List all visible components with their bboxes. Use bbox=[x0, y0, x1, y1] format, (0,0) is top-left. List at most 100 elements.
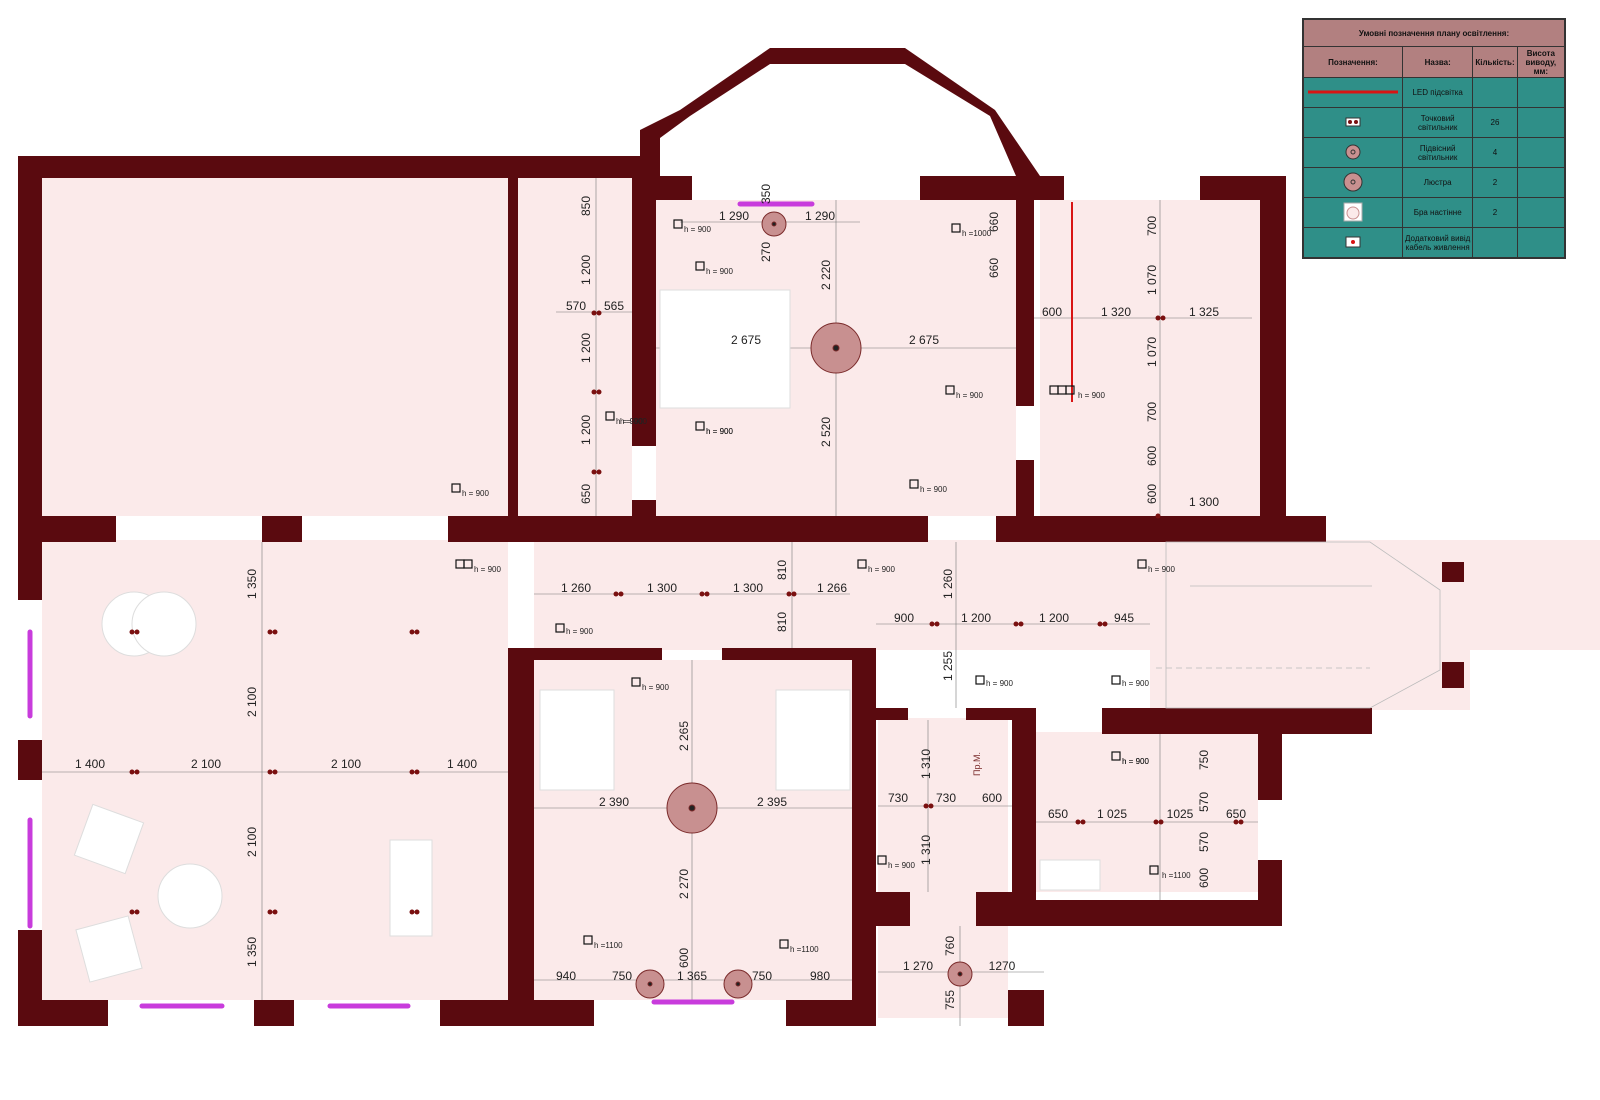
legend-qty: 2 bbox=[1472, 197, 1518, 228]
height-label: h = 900 bbox=[1148, 565, 1175, 574]
dimension-label: 1 290 bbox=[805, 209, 835, 223]
walls bbox=[18, 48, 1464, 1026]
legend-height bbox=[1516, 107, 1566, 138]
height-label: h = 900 bbox=[1078, 391, 1105, 400]
dimension-label: 650 bbox=[579, 484, 593, 504]
height-label: h =1100 bbox=[790, 945, 819, 954]
legend-name: Люстра bbox=[1401, 167, 1474, 198]
spotlight-icon bbox=[1303, 107, 1403, 138]
dimension-label: 755 bbox=[943, 990, 957, 1010]
height-label: h = 900 bbox=[956, 391, 983, 400]
dimension-label: 270 bbox=[759, 242, 773, 262]
dimension-label: 1 350 bbox=[245, 937, 259, 967]
height-label: h = 900 bbox=[1122, 679, 1149, 688]
dimension-label: 600 bbox=[1145, 484, 1159, 504]
dimension-label: 600 bbox=[1145, 446, 1159, 466]
dimension-label: 900 bbox=[894, 611, 914, 625]
dimension-label: 2 220 bbox=[819, 260, 833, 290]
dimension-label: 1 200 bbox=[1039, 611, 1069, 625]
dimension-label: 1 270 bbox=[903, 959, 933, 973]
dimension-label: 750 bbox=[752, 969, 772, 983]
cable-outlet-icon bbox=[1303, 227, 1403, 258]
legend-height bbox=[1516, 137, 1566, 168]
height-label: h = 900 bbox=[706, 267, 733, 276]
dimension-label: 730 bbox=[888, 791, 908, 805]
dimension-label: 700 bbox=[1145, 402, 1159, 422]
dimension-label: 1 290 bbox=[719, 209, 749, 223]
dimension-label: 850 bbox=[579, 196, 593, 216]
dimension-label: 570 bbox=[1197, 832, 1211, 852]
legend-name: LED підсвітка bbox=[1401, 77, 1474, 108]
dimension-label: 600 bbox=[1197, 868, 1211, 888]
legend-name: Додатковий вивід кабель живлення bbox=[1401, 227, 1474, 258]
height-label: h = 900 bbox=[986, 679, 1013, 688]
dimension-label: 2 100 bbox=[191, 757, 221, 771]
height-label: h = 900 bbox=[706, 427, 733, 436]
dimension-label: 700 bbox=[1145, 216, 1159, 236]
dimension-label: 660 bbox=[987, 258, 1001, 278]
pendant-icon bbox=[1303, 137, 1403, 168]
height-label: h = 900 bbox=[920, 485, 947, 494]
led-strip-icon bbox=[1303, 77, 1403, 108]
furniture-outlines bbox=[73, 289, 1101, 983]
dimension-label: 810 bbox=[775, 560, 789, 580]
legend-height bbox=[1516, 227, 1566, 258]
dimension-label: 730 bbox=[936, 791, 956, 805]
dimension-label: 2 395 bbox=[757, 795, 787, 809]
spotlights bbox=[129, 310, 1244, 915]
dimension-label: 1 300 bbox=[647, 581, 677, 595]
legend-row: LED підсвітка bbox=[1303, 77, 1566, 108]
dimension-label: 650 bbox=[1048, 807, 1068, 821]
dimension-label: 1 260 bbox=[941, 569, 955, 599]
legend-row: Підвісний світильник 4 bbox=[1303, 137, 1566, 168]
dimension-label: 570 bbox=[566, 299, 586, 313]
legend-qty bbox=[1472, 227, 1518, 258]
legend-name: Бра настінне bbox=[1401, 197, 1474, 228]
dimension-label: 600 bbox=[982, 791, 1002, 805]
dimension-label: 565 bbox=[604, 299, 624, 313]
height-label: h =1100 bbox=[1162, 871, 1191, 880]
height-label: h = 900 bbox=[620, 417, 647, 426]
dimension-label: 2 390 bbox=[599, 795, 629, 809]
dimension-label: 1 325 bbox=[1189, 305, 1219, 319]
legend-row: Точковий світильник 26 bbox=[1303, 107, 1566, 138]
dimension-label: 1 266 bbox=[817, 581, 847, 595]
dimension-label: 750 bbox=[1197, 750, 1211, 770]
height-label: h = 900 bbox=[642, 683, 669, 692]
dimension-label: 2 100 bbox=[331, 757, 361, 771]
wall-sconce-icon bbox=[1303, 197, 1403, 228]
height-label: h = 900 bbox=[616, 417, 643, 426]
legend-row: Додатковий вивід кабель живлення bbox=[1303, 227, 1566, 258]
dimension-label: 1 025 bbox=[1097, 807, 1127, 821]
height-label: h = 900 bbox=[1122, 757, 1149, 766]
legend-header-qty: Кількість: bbox=[1472, 46, 1518, 78]
dimension-label: 1 365 bbox=[677, 969, 707, 983]
height-label: h =1100 bbox=[594, 941, 623, 950]
dimension-label: 1 310 bbox=[919, 749, 933, 779]
lighting-legend: Умовні позначення плану освітлення: Позн… bbox=[1302, 18, 1566, 259]
dimension-label: 1 070 bbox=[1145, 265, 1159, 295]
dimension-label: 1 200 bbox=[579, 333, 593, 363]
height-label: h = 900 bbox=[684, 225, 711, 234]
dimension-label: 750 bbox=[612, 969, 632, 983]
dimension-label: 1 260 bbox=[561, 581, 591, 595]
dimension-label: 1270 bbox=[989, 959, 1016, 973]
height-label: h = 900 bbox=[868, 565, 895, 574]
height-label: h = 900 bbox=[888, 861, 915, 870]
dimension-label: 1 255 bbox=[941, 651, 955, 681]
dimension-label: 1 400 bbox=[447, 757, 477, 771]
dimension-label: 660 bbox=[987, 212, 1001, 232]
legend-qty: 26 bbox=[1472, 107, 1518, 138]
height-label: h = 900 bbox=[1122, 757, 1149, 766]
dimension-label: 1025 bbox=[1167, 807, 1194, 821]
dimension-label: 2 675 bbox=[909, 333, 939, 347]
chandeliers bbox=[635, 211, 973, 999]
legend-row: Бра настінне 2 bbox=[1303, 197, 1566, 228]
dimension-label: 945 bbox=[1114, 611, 1134, 625]
dimension-label: 1 400 bbox=[75, 757, 105, 771]
dimension-label: 980 bbox=[810, 969, 830, 983]
dimension-label: 1 200 bbox=[579, 415, 593, 445]
